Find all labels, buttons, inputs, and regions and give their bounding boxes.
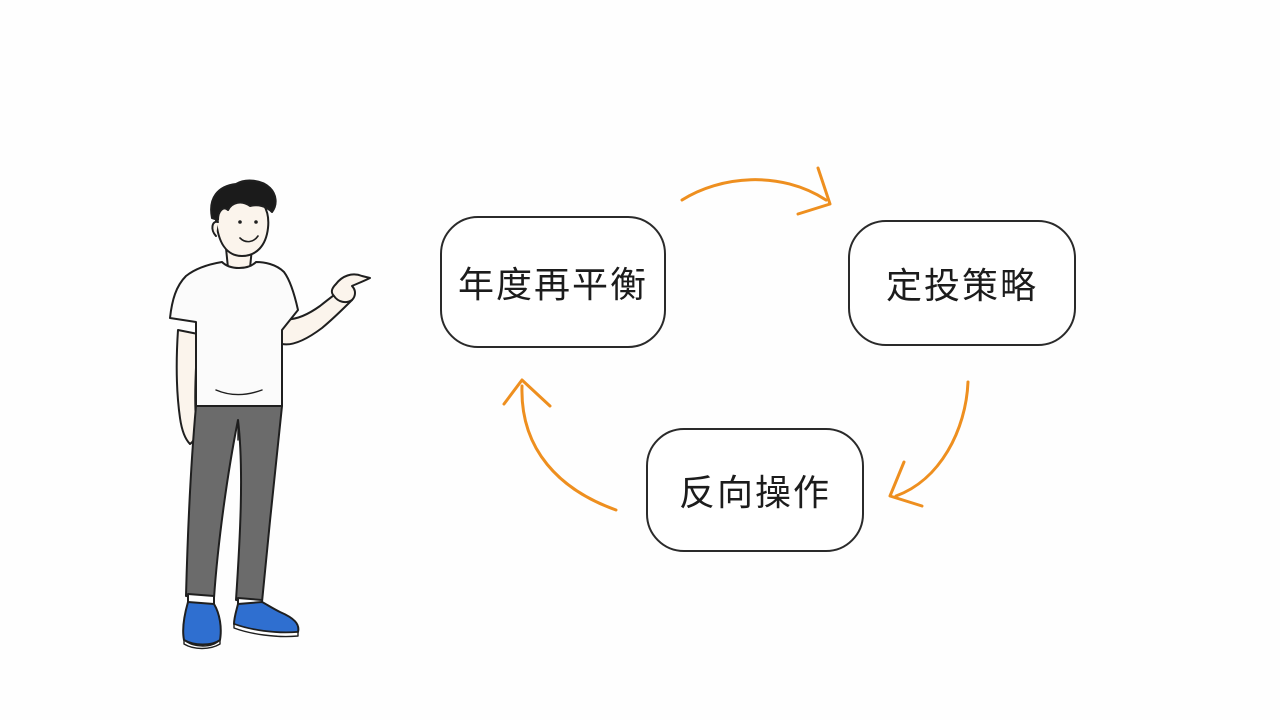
left-shoe-sole (183, 639, 221, 650)
left-eye (238, 220, 242, 224)
right-eye (254, 220, 258, 224)
cycle-arrow-icon (502, 166, 970, 512)
arrow-dca-to-contrarian (894, 380, 970, 498)
node-label: 年度再平衡 (457, 265, 648, 306)
node-border (848, 220, 1076, 346)
arrow-rebalance-to-dca (680, 178, 828, 202)
smile (239, 235, 259, 243)
pants (185, 405, 283, 603)
node-label: 反向操作 (678, 473, 831, 514)
hair (210, 179, 277, 221)
arrow-rebalance-to-dca-head (796, 166, 832, 216)
right-shoe-sole (233, 623, 299, 638)
node-label: 定投策略 (885, 266, 1038, 307)
pointing-hand (330, 273, 371, 304)
node-contrarian-operation: 反向操作 (646, 428, 864, 552)
arrow-dca-to-contrarian-head (888, 460, 924, 508)
node-border (646, 428, 864, 552)
person-illustration (169, 179, 371, 650)
node-border (440, 216, 666, 348)
node-annual-rebalance: 年度再平衡 (440, 216, 666, 348)
arrow-contrarian-to-rebalance (520, 384, 618, 512)
shirt-fold (215, 389, 263, 396)
arrow-contrarian-to-rebalance-head (502, 378, 552, 408)
node-dca-strategy: 定投策略 (848, 220, 1076, 346)
ear (211, 220, 219, 237)
left-shoe (182, 601, 222, 646)
